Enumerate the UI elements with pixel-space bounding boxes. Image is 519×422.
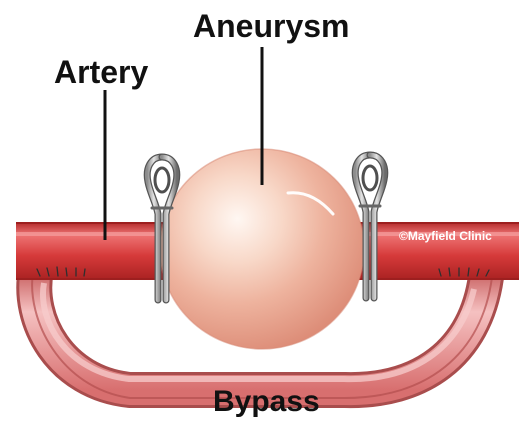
aneurysm-label: Aneurysm xyxy=(193,10,350,42)
bypass-label: Bypass xyxy=(213,387,320,417)
copyright-label: ©Mayfield Clinic xyxy=(399,230,492,242)
artery-label: Artery xyxy=(54,56,148,88)
